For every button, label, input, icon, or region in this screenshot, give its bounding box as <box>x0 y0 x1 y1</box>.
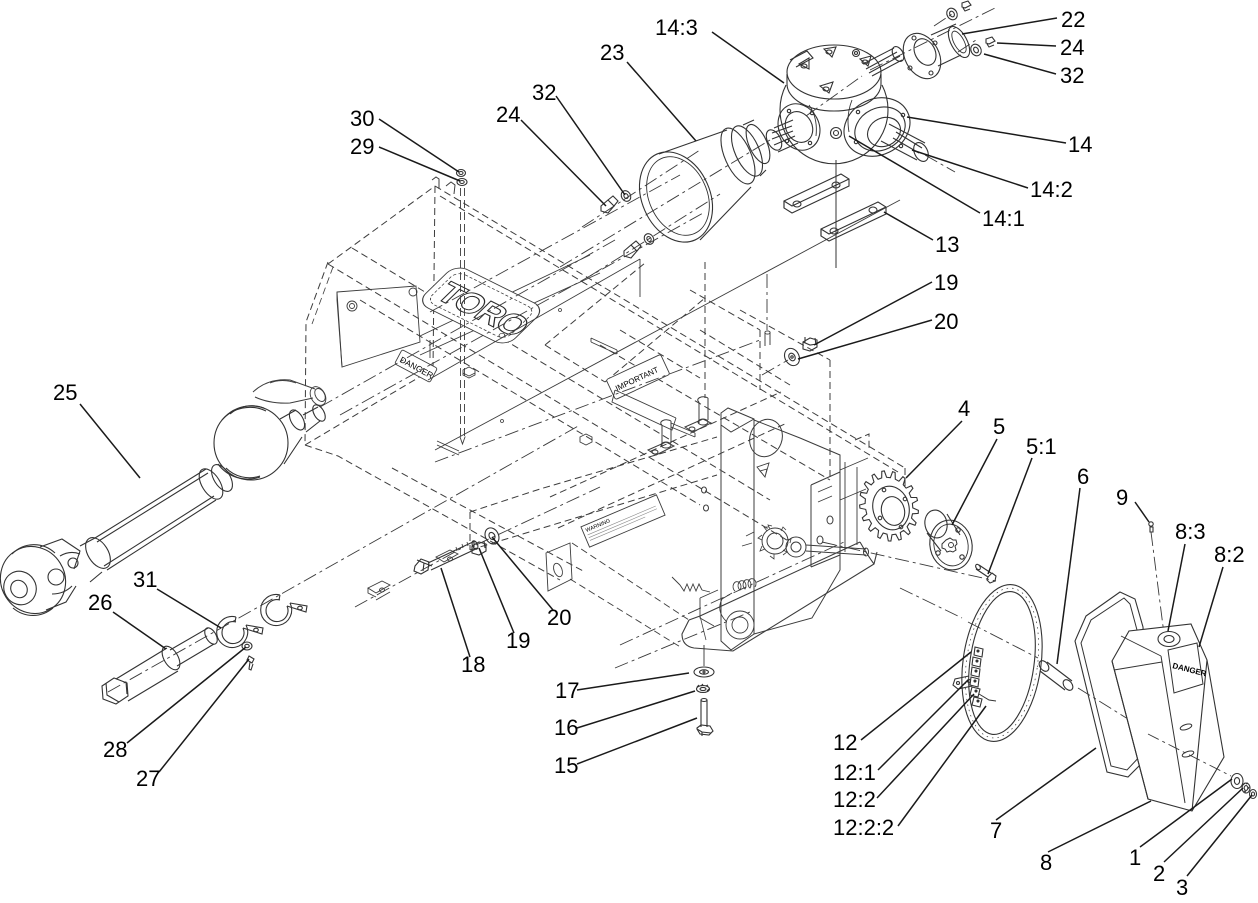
svg-text:14:2: 14:2 <box>1030 177 1073 202</box>
svg-text:26: 26 <box>88 590 112 615</box>
svg-text:12: 12 <box>833 730 857 755</box>
svg-text:9: 9 <box>1116 485 1128 510</box>
svg-text:12:1: 12:1 <box>833 760 876 785</box>
svg-text:20: 20 <box>547 605 571 630</box>
svg-text:16: 16 <box>554 715 578 740</box>
svg-text:5: 5 <box>993 414 1005 439</box>
svg-text:24: 24 <box>496 102 520 127</box>
svg-text:3: 3 <box>1176 875 1188 900</box>
svg-text:14:3: 14:3 <box>655 15 698 40</box>
svg-text:17: 17 <box>555 678 579 703</box>
svg-text:4: 4 <box>958 396 970 421</box>
svg-text:13: 13 <box>935 232 959 257</box>
svg-text:24: 24 <box>1060 35 1084 60</box>
svg-text:20: 20 <box>934 309 958 334</box>
svg-text:25: 25 <box>53 380 77 405</box>
svg-text:2: 2 <box>1153 861 1165 886</box>
svg-text:12:2: 12:2 <box>833 787 876 812</box>
svg-text:5:1: 5:1 <box>1026 434 1057 459</box>
svg-text:1: 1 <box>1129 845 1141 870</box>
svg-text:19: 19 <box>934 270 958 295</box>
svg-text:32: 32 <box>532 80 556 105</box>
svg-text:15: 15 <box>554 753 578 778</box>
svg-text:29: 29 <box>350 134 374 159</box>
svg-text:32: 32 <box>1060 63 1084 88</box>
svg-text:14: 14 <box>1068 132 1092 157</box>
svg-text:22: 22 <box>1061 7 1085 32</box>
svg-text:14:1: 14:1 <box>982 206 1025 231</box>
svg-text:18: 18 <box>461 652 485 677</box>
svg-text:28: 28 <box>103 737 127 762</box>
svg-text:8: 8 <box>1040 850 1052 875</box>
svg-text:8:2: 8:2 <box>1214 542 1245 567</box>
svg-text:7: 7 <box>990 818 1002 843</box>
svg-text:12:2:2: 12:2:2 <box>833 815 894 840</box>
svg-text:6: 6 <box>1077 464 1089 489</box>
svg-text:30: 30 <box>350 106 374 131</box>
svg-text:8:3: 8:3 <box>1175 519 1206 544</box>
svg-text:27: 27 <box>136 766 160 791</box>
svg-text:31: 31 <box>133 567 157 592</box>
svg-text:19: 19 <box>506 628 530 653</box>
svg-text:23: 23 <box>600 40 624 65</box>
